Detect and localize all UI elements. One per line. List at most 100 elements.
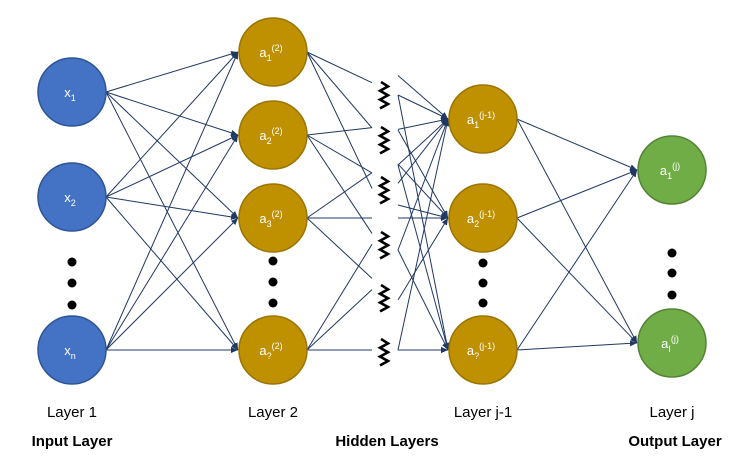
- node-label: a2(j-1): [467, 209, 495, 229]
- node-label: aI(j): [661, 334, 679, 354]
- node-input-0: x1: [37, 57, 107, 127]
- connection-edges: [105, 51, 638, 353]
- edge-gap-2-to-lj1-0: [397, 118, 449, 166]
- node-circle: [37, 315, 107, 385]
- ellipsis-dot-2-1: [478, 278, 488, 288]
- edge-input-1-to-l2-3: [105, 196, 239, 351]
- node-circle: [448, 84, 518, 154]
- break-mark-1: [377, 125, 391, 155]
- edge-l2-0-stub-2: [306, 51, 373, 189]
- hidden-layer-break-marks: [377, 80, 391, 367]
- edge-gap-2-to-lj1-2: [397, 164, 450, 351]
- edge-l2-1-stub-2: [306, 134, 373, 234]
- node-label: a1(2): [259, 43, 282, 63]
- ellipsis-dot-0-0: [67, 257, 77, 267]
- node-circle: [37, 162, 107, 232]
- ellipsis-dot-0-1: [67, 278, 77, 288]
- title-hidden-layers: Hidden Layers: [335, 433, 438, 450]
- edge-input-0-to-l2-1: [105, 91, 239, 136]
- neuron-nodes: x1 x2 xn a1(2) a2(2) a3(2) a?(2) a1(j-1) a2(j-1)…: [37, 17, 707, 385]
- ellipsis-dot-1-2: [268, 298, 278, 308]
- ellipsis-dot-1-1: [268, 277, 278, 287]
- node-circle: [238, 315, 308, 385]
- edge-input-1-to-l2-0: [105, 51, 239, 198]
- edge-l2-3-stub-1: [306, 289, 373, 351]
- node-circle: [238, 17, 308, 87]
- node-label: a?(2): [259, 341, 282, 361]
- break-mark-2: [377, 175, 391, 205]
- break-mark-4: [377, 283, 391, 313]
- edge-lj1-2-to-out-1: [516, 340, 638, 351]
- ellipsis-dot-0-2: [67, 300, 77, 310]
- title-input-layer: Input Layer: [32, 433, 113, 450]
- node-circle: [448, 315, 518, 385]
- break-mark-3: [377, 230, 391, 260]
- edge-l2-2-stub-0: [306, 172, 373, 219]
- edge-gap-4-to-lj1-0: [397, 118, 449, 251]
- edge-lj1-0-to-out-1: [516, 118, 638, 344]
- edge-input-0-to-l2-3: [105, 91, 239, 351]
- node-hiddenj-0: a1(j-1): [448, 84, 518, 154]
- edge-l2-0-stub-1: [306, 51, 373, 129]
- node-hiddenj-1: a2(j-1): [448, 183, 518, 253]
- label-layer-j-1: Layer j-1: [454, 404, 512, 421]
- label-layer-1: Layer 1: [47, 404, 97, 421]
- node-circle: [637, 308, 707, 378]
- edge-l2-3-stub-0: [306, 243, 373, 351]
- edge-input-0-to-l2-2: [105, 91, 239, 219]
- edge-l2-0-stub-0: [306, 51, 373, 84]
- edge-gap-0-to-lj1-2: [397, 94, 450, 351]
- node-label: a2(2): [259, 126, 282, 146]
- ellipsis-dot-3-0: [667, 248, 677, 258]
- label-layer-2: Layer 2: [248, 404, 298, 421]
- node-label: a1(j-1): [467, 110, 495, 130]
- break-mark-0: [377, 80, 391, 110]
- node-input-1: x2: [37, 162, 107, 232]
- edge-l2-2-stub-2: [306, 217, 373, 279]
- node-circle: [238, 183, 308, 253]
- edge-gap-0-to-lj1-0: [397, 94, 449, 120]
- node-input-2: xn: [37, 315, 107, 385]
- ellipsis-dot-1-0: [268, 256, 278, 266]
- edge-lj1-0-to-out-0: [516, 118, 638, 171]
- node-hiddenj-2: a?(j-1): [448, 315, 518, 385]
- node-label: a3(2): [259, 209, 282, 229]
- edge-input-0-to-l2-0: [105, 51, 239, 93]
- node-hidden2-2: a3(2): [238, 183, 308, 253]
- ellipsis-dot-2-0: [478, 258, 488, 268]
- edge-l2-1-stub-1: [306, 134, 373, 174]
- edge-input-2-to-l2-1: [105, 134, 239, 351]
- edge-gap-5-to-lj1-1: [397, 217, 449, 301]
- node-hidden2-0: a1(2): [238, 17, 308, 87]
- break-mark-5: [377, 337, 391, 367]
- ellipsis-dots: [67, 248, 677, 310]
- ellipsis-dot-3-1: [667, 268, 677, 278]
- edge-l2-1-stub-0: [306, 127, 373, 136]
- edge-gap-3-to-lj1-1: [397, 204, 449, 220]
- ellipsis-dot-2-2: [478, 298, 488, 308]
- edge-cross-5: [397, 118, 449, 184]
- edge-cross-0: [397, 75, 449, 120]
- node-hidden2-1: a2(2): [238, 100, 308, 170]
- edge-input-1-to-l2-1: [105, 134, 239, 198]
- node-hidden2-3: a?(2): [238, 315, 308, 385]
- node-output-1: aI(j): [637, 308, 707, 378]
- edge-lj1-2-to-out-0: [516, 169, 638, 351]
- edge-cross-1: [397, 117, 449, 130]
- node-label: a1(j): [660, 161, 680, 181]
- node-circle: [37, 57, 107, 127]
- node-circle: [238, 100, 308, 170]
- node-label: x1: [64, 85, 76, 103]
- edge-gap-4-to-lj1-2: [397, 249, 449, 351]
- title-output-layer: Output Layer: [628, 433, 722, 450]
- node-label: xn: [64, 343, 76, 361]
- edge-input-2-to-l2-0: [105, 51, 239, 351]
- node-circle: [448, 183, 518, 253]
- edge-gap-6-to-lj1-0: [397, 118, 450, 351]
- ellipsis-dot-3-2: [667, 290, 677, 300]
- label-layer-j: Layer j: [649, 404, 694, 421]
- edge-input-1-to-l2-2: [105, 196, 239, 220]
- node-label: a?(j-1): [467, 341, 495, 361]
- edge-lj1-1-to-out-0: [516, 169, 638, 219]
